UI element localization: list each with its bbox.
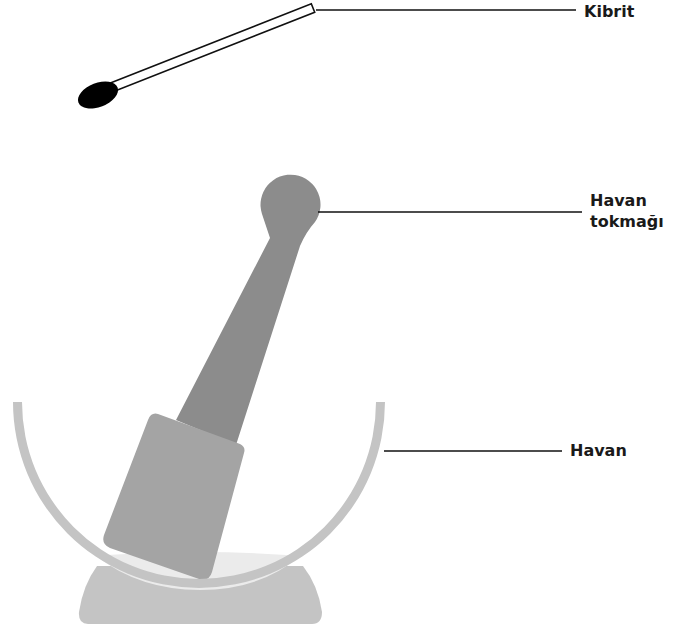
match-head (74, 76, 122, 113)
pestle-head (103, 414, 244, 580)
leader-line (384, 450, 562, 451)
leader-line (318, 211, 582, 212)
mortar-bowl (13, 402, 385, 588)
part-label: Kibrit (584, 2, 680, 23)
part-label: Havan (570, 441, 670, 462)
match-stick (98, 4, 314, 96)
part-label: Havan tokmağı (590, 191, 680, 233)
leader-line (316, 9, 576, 10)
pestle-handle (176, 175, 321, 445)
